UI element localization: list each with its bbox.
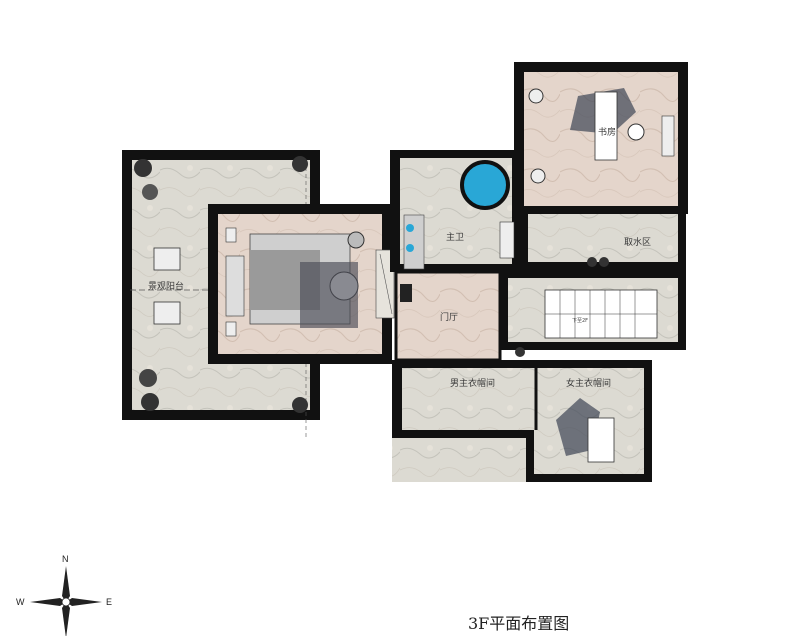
- study-room: 书房: [514, 62, 688, 214]
- water-area-label: 取水区: [624, 236, 651, 248]
- stair-room: 下至2F: [500, 270, 686, 357]
- plan-title: 3F平面布置图: [468, 614, 570, 633]
- terrace-label: 景观阳台: [148, 280, 184, 292]
- master-bath-room: 主卫: [390, 150, 520, 272]
- water-area-room: 取水区: [520, 206, 686, 270]
- mens-closet-label: 男主衣帽间: [450, 377, 495, 389]
- stair-label: 下至2F: [572, 318, 588, 324]
- closet-rooms: 男主衣帽间 女主衣帽间: [392, 360, 652, 482]
- foyer-room: 门厅: [394, 270, 502, 362]
- compass-west-label: W: [16, 597, 25, 607]
- foyer-label: 门厅: [440, 311, 458, 323]
- compass-north-label: N: [62, 554, 69, 564]
- study-label: 书房: [598, 126, 616, 138]
- master-bath-label: 主卫: [446, 231, 464, 243]
- womens-closet-label: 女主衣帽间: [566, 377, 611, 389]
- bedroom-room: [208, 204, 395, 364]
- compass-rose: N W E: [16, 554, 112, 636]
- compass-east-label: E: [106, 597, 112, 607]
